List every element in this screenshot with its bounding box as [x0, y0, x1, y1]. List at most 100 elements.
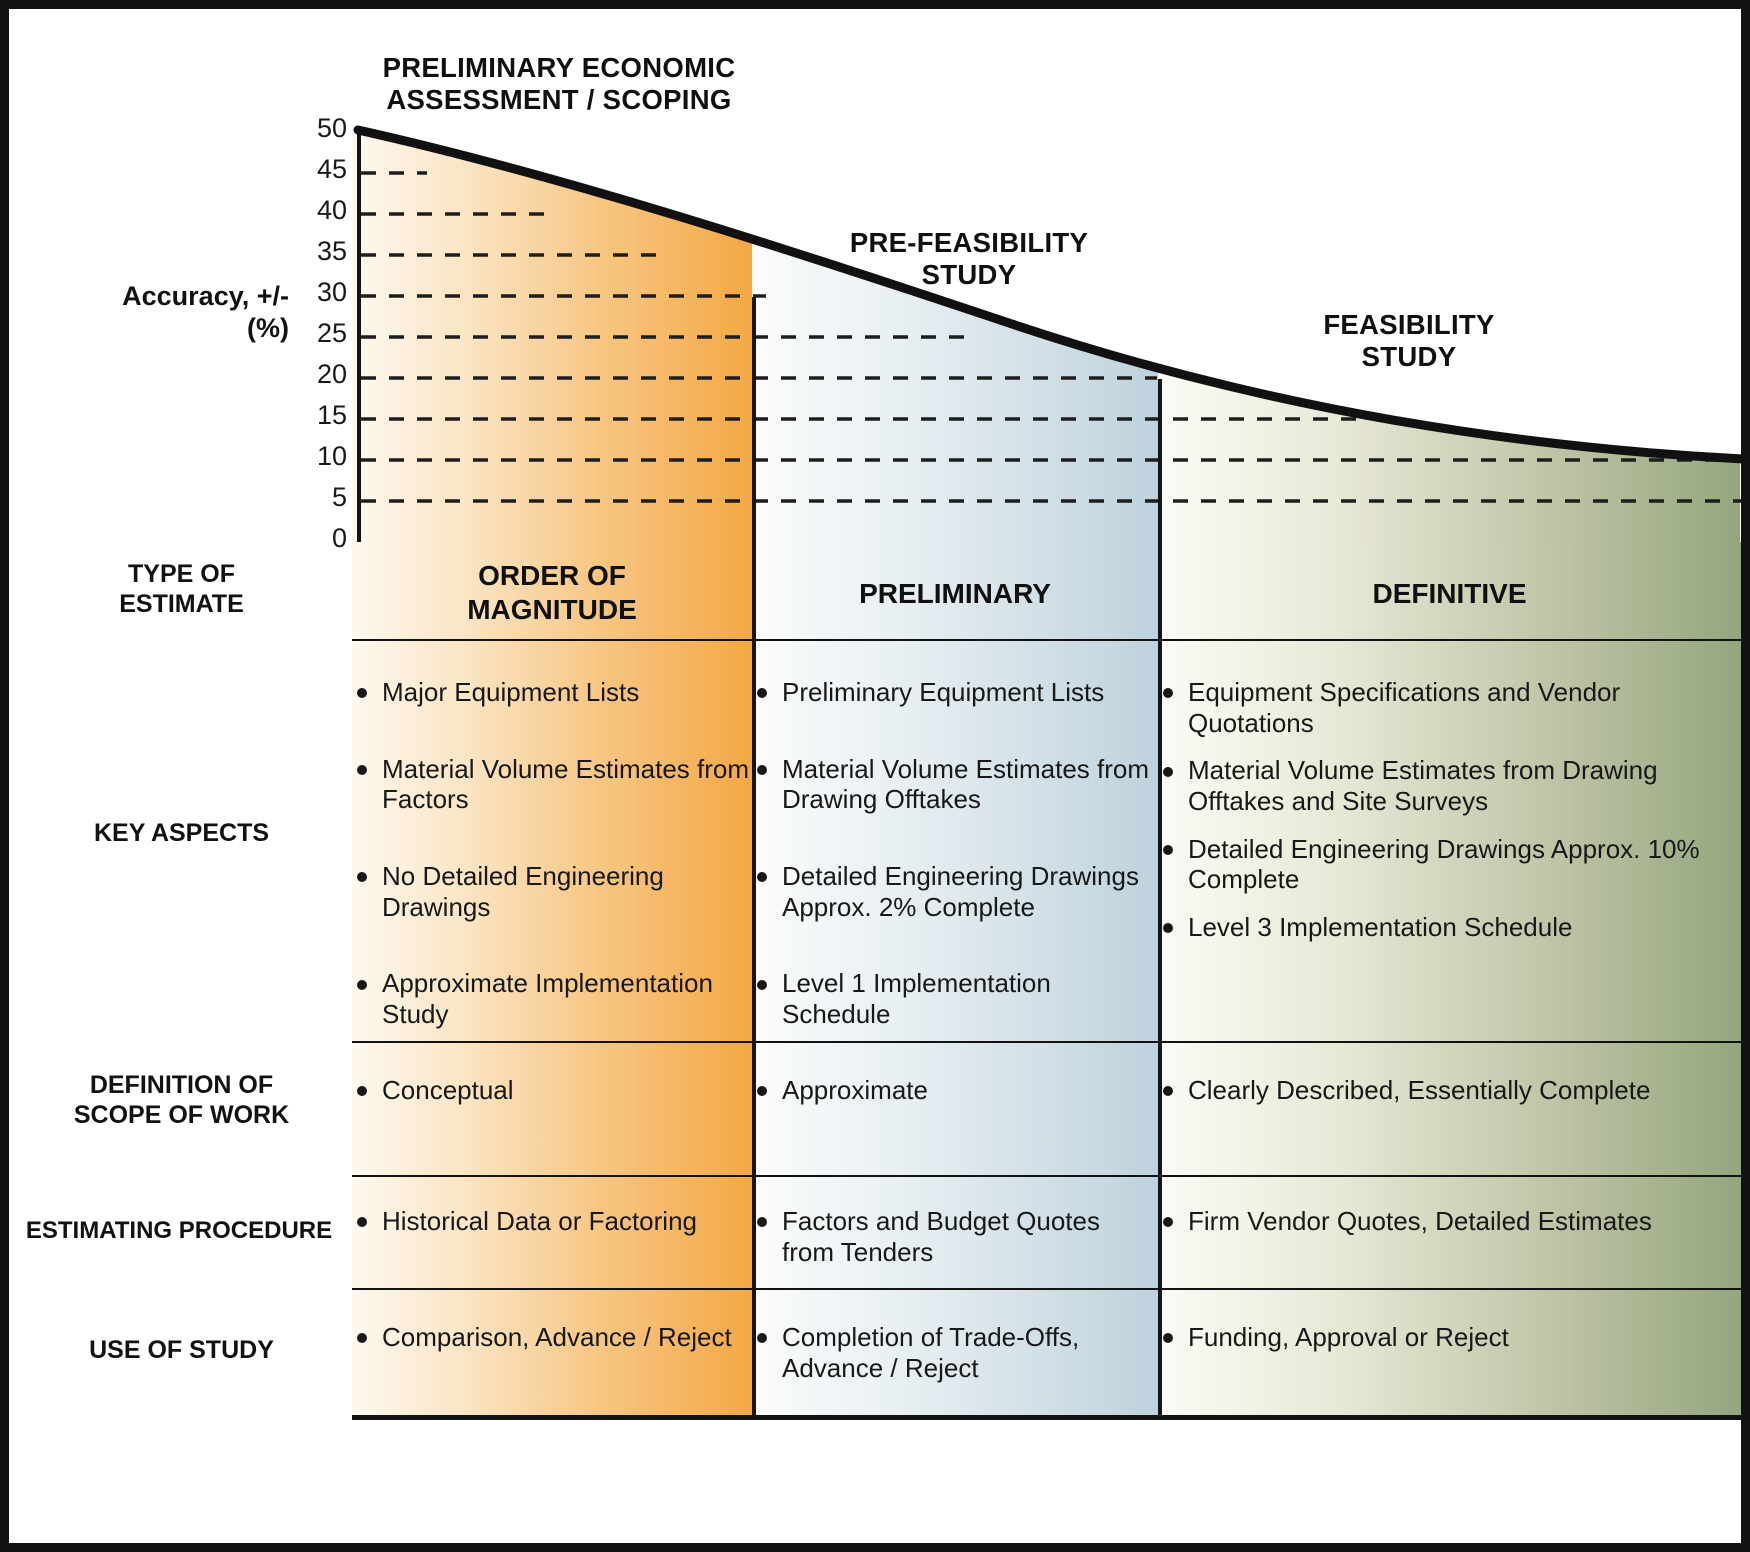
list-item-text: Factors and Budget Quotes from Tenders — [782, 1206, 1100, 1267]
cell-type-definitive: DEFINITIVE — [1158, 542, 1741, 641]
bullet-list: Historical Data or Factoring — [352, 1206, 752, 1237]
list-item: Equipment Specifications and Vendor Quot… — [1158, 677, 1741, 738]
list-item: Detailed Engineering Drawings Approx. 10… — [1158, 834, 1741, 895]
y-tick-30: 30 — [316, 277, 347, 307]
header-line1: PRELIMINARY — [859, 578, 1051, 609]
column-divider-1 — [752, 641, 756, 1043]
bullet-list: Completion of Trade-Offs, Advance / Reje… — [752, 1322, 1158, 1383]
column-divider-2 — [1158, 1290, 1162, 1420]
column-divider-1 — [752, 1290, 756, 1420]
list-item: Firm Vendor Quotes, Detailed Estimates — [1158, 1206, 1741, 1237]
list-item: Factors and Budget Quotes from Tenders — [752, 1206, 1158, 1267]
list-item-text: Material Volume Estimates from Drawing O… — [1188, 755, 1658, 817]
table-row-type-of-estimate: TYPE OF ESTIMATE ORDER OF MAGNITUDE PREL… — [9, 542, 1749, 644]
y-tick-50: 50 — [316, 113, 347, 143]
cell-type-preliminary: PRELIMINARY — [752, 542, 1158, 641]
header-order-of-magnitude: ORDER OF MAGNITUDE — [352, 559, 752, 626]
bullet-list: Preliminary Equipment Lists Material Vol… — [752, 677, 1158, 1030]
bullet-list: Clearly Described, Essentially Complete — [1158, 1075, 1741, 1106]
column-divider-1 — [752, 1043, 756, 1177]
row-label-scope-of-work: DEFINITION OF SCOPE OF WORK — [19, 1071, 344, 1130]
column-divider-2 — [1158, 1177, 1162, 1290]
column-divider-1 — [752, 542, 756, 641]
bullet-icon — [1163, 1217, 1173, 1228]
y-axis-title: Accuracy, +/- (%) — [89, 281, 289, 345]
bullet-list: Firm Vendor Quotes, Detailed Estimates — [1158, 1206, 1741, 1237]
list-item-text: Level 1 Implementation Schedule — [782, 968, 1051, 1030]
list-item: Funding, Approval or Reject — [1158, 1322, 1741, 1353]
row-label-line2: SCOPE OF WORK — [73, 1100, 290, 1129]
bullet-icon — [357, 1217, 367, 1228]
row-label-line1: TYPE OF — [128, 560, 235, 588]
phase-label-scoping-line2: ASSESSMENT / SCOPING — [386, 83, 732, 115]
phase-label-feasibility: FEASIBILITY STUDY — [1219, 309, 1599, 373]
row-band-2 — [752, 1043, 1158, 1177]
list-item-text: Approximate Implementation Study — [382, 968, 713, 1030]
phase-label-scoping-line1: PRELIMINARY ECONOMIC — [382, 52, 736, 83]
row-label-use-of-study: USE OF STUDY — [19, 1336, 344, 1366]
list-item-text: Detailed Engineering Drawings Approx. 2%… — [782, 861, 1139, 922]
figure-inner: 50 45 40 35 30 25 20 15 10 5 0 Accuracy,… — [9, 9, 1749, 1543]
row-band-1 — [352, 1177, 752, 1290]
row-band-1 — [352, 1290, 752, 1420]
row-band-2 — [752, 542, 1158, 641]
header-line1: DEFINITIVE — [1372, 578, 1527, 609]
bullet-icon — [757, 1333, 767, 1344]
bullet-list: Conceptual — [352, 1075, 752, 1106]
list-item-text: Material Volume Estimates from Factors — [382, 753, 750, 815]
bullet-icon — [1163, 1086, 1173, 1097]
bullet-icon — [357, 1086, 367, 1097]
list-item-text: Major Equipment Lists — [382, 677, 640, 707]
row-band-2 — [752, 641, 1158, 1043]
list-item: Approximate — [752, 1075, 1158, 1106]
phase-label-feasibility-line2: STUDY — [1361, 340, 1457, 372]
list-item-text: Material Volume Estimates from Drawing O… — [782, 753, 1150, 815]
list-item: Clearly Described, Essentially Complete — [1158, 1075, 1741, 1106]
column-divider-2 — [1158, 1043, 1162, 1177]
bullet-icon — [357, 979, 367, 990]
list-item-text: Equipment Specifications and Vendor Quot… — [1188, 677, 1621, 738]
column-divider-2 — [1158, 641, 1162, 1043]
phase-label-feasibility-line1: FEASIBILITY — [1323, 309, 1495, 340]
bullet-icon — [357, 765, 367, 776]
list-item-text: No Detailed Engineering Drawings — [382, 861, 664, 922]
bullet-icon — [357, 688, 367, 699]
cell-use-preliminary: Completion of Trade-Offs, Advance / Reje… — [752, 1290, 1158, 1420]
phase-label-prefeasibility-line1: PRE-FEASIBILITY — [849, 227, 1089, 258]
table-row-use-of-study: USE OF STUDY Comparison, Advance / Rejec… — [9, 1290, 1749, 1420]
list-item: Level 1 Implementation Schedule — [752, 968, 1158, 1029]
list-item-text: Preliminary Equipment Lists — [782, 677, 1105, 707]
row-label-line1: ESTIMATING PROCEDURE — [25, 1217, 333, 1244]
list-item-text: Conceptual — [382, 1075, 514, 1105]
bullet-list: Major Equipment Lists Material Volume Es… — [352, 677, 752, 1030]
list-item-text: Completion of Trade-Offs, Advance / Reje… — [782, 1322, 1080, 1383]
list-item-text: Historical Data or Factoring — [382, 1206, 697, 1236]
bullet-icon — [757, 1086, 767, 1097]
row-band-3 — [1158, 542, 1741, 641]
list-item: No Detailed Engineering Drawings — [352, 861, 752, 922]
bullet-icon — [757, 688, 767, 699]
column-divider-1 — [752, 1177, 756, 1290]
header-line2: MAGNITUDE — [467, 593, 637, 625]
bullet-icon — [757, 1217, 767, 1228]
header-preliminary: PRELIMINARY — [752, 577, 1158, 611]
column-divider-2 — [1158, 542, 1162, 641]
y-tick-0: 0 — [331, 523, 347, 553]
row-label-type-of-estimate: TYPE OF ESTIMATE — [19, 560, 344, 619]
row-band-2 — [752, 1177, 1158, 1290]
row-band-3 — [1158, 641, 1741, 1043]
y-tick-25: 25 — [316, 318, 347, 348]
list-item-text: Level 3 Implementation Schedule — [1188, 912, 1573, 943]
header-line1: ORDER OF — [478, 560, 626, 591]
bullet-icon — [757, 872, 767, 883]
bullet-icon — [357, 872, 367, 883]
cell-scope-definitive: Clearly Described, Essentially Complete — [1158, 1043, 1741, 1177]
row-band-3 — [1158, 1290, 1741, 1420]
y-axis-title-line2: (%) — [247, 312, 289, 343]
bullet-icon — [757, 979, 767, 990]
row-label-line1: DEFINITION OF — [89, 1071, 274, 1099]
row-band-1 — [352, 542, 752, 641]
y-tick-10: 10 — [316, 441, 347, 471]
bullet-icon — [757, 765, 767, 776]
